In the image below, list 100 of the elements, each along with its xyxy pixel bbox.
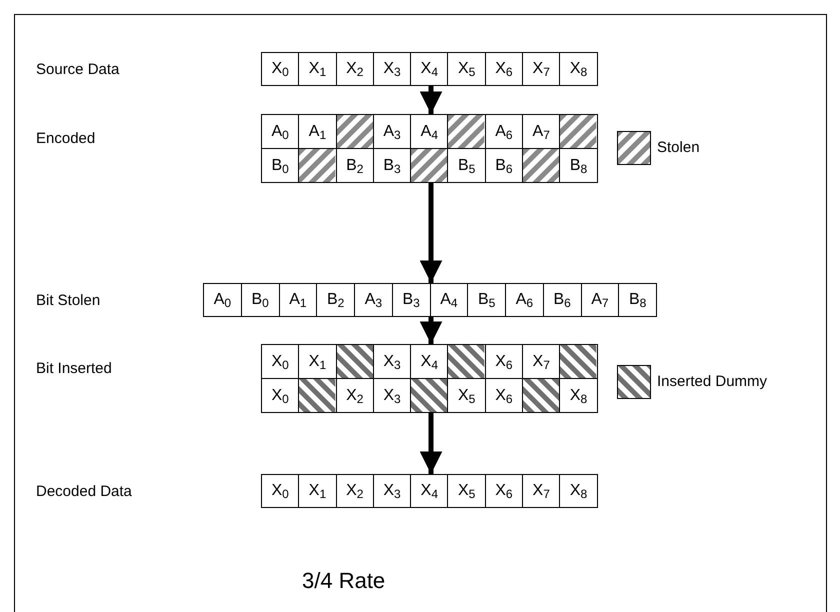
row-label: Encoded: [36, 131, 96, 146]
data-cell: [411, 53, 448, 86]
cell-label: X$_{1}$: [308, 354, 326, 370]
cell-label: X$_{6}$: [495, 354, 513, 370]
down-arrow: [420, 86, 442, 114]
data-cell: [299, 115, 337, 149]
data-cell: [262, 379, 300, 413]
data-cell: [262, 149, 300, 183]
data-cell: [299, 53, 337, 86]
hatched-cell: [336, 115, 374, 149]
down-arrow: [420, 317, 442, 344]
data-cell: [336, 379, 374, 413]
cell-label: A$_{1}$: [308, 124, 326, 140]
down-arrow: [420, 183, 442, 283]
cell-label: X$_{6}$: [495, 483, 513, 499]
cell-label: X$_{7}$: [532, 61, 550, 77]
data-cell: [468, 284, 506, 317]
data-cell: [411, 115, 448, 149]
data-cell: [336, 475, 374, 508]
data-cell: [374, 115, 412, 149]
cell-label: X$_{4}$: [420, 61, 438, 77]
hatched-cell: [448, 115, 486, 149]
data-cell: [411, 475, 448, 508]
data-cell: [317, 284, 355, 317]
cell-label: B$_{0}$: [251, 292, 269, 308]
data-cell: [560, 149, 598, 183]
hatched-cell: [560, 115, 598, 149]
cell-label: X$_{6}$: [495, 388, 513, 404]
data-cell: [374, 149, 412, 183]
legend-label: Inserted Dummy: [657, 374, 768, 389]
data-cell: [204, 284, 242, 317]
data-cell: [486, 475, 524, 508]
data-cell: [619, 284, 657, 317]
cell-label: A$_{3}$: [383, 124, 401, 140]
cell-label: X$_{5}$: [458, 61, 476, 77]
data-cell: [523, 475, 560, 508]
row-label: Bit Stolen: [36, 293, 100, 308]
cell-label: X$_{2}$: [346, 388, 364, 404]
cell-label: X$_{4}$: [420, 354, 438, 370]
data-cell: [544, 284, 582, 317]
cell-label: X$_{3}$: [383, 354, 401, 370]
cell-label: A$_{6}$: [516, 292, 534, 308]
hatched-cell: [411, 149, 448, 183]
data-cell: [262, 53, 300, 86]
cell-label: B$_{8}$: [628, 292, 646, 308]
cell-label: X$_{1}$: [308, 483, 326, 499]
cell-label: X$_{7}$: [532, 483, 550, 499]
hatched-cell: [411, 379, 448, 413]
cell-label: A$_{7}$: [591, 292, 609, 308]
data-cell: [523, 53, 560, 86]
data-cell: [355, 284, 393, 317]
data-cell: [280, 284, 318, 317]
data-cell: [411, 345, 448, 379]
data-cell: [448, 53, 486, 86]
data-cell: [262, 475, 300, 508]
cell-label: A$_{0}$: [271, 124, 289, 140]
data-cell: [448, 475, 486, 508]
data-cell: [430, 284, 468, 317]
cell-label: X$_{0}$: [271, 354, 289, 370]
cell-label: X$_{3}$: [383, 388, 401, 404]
hatched-cell: [560, 345, 598, 379]
data-cell: [242, 284, 280, 317]
cell-label: X$_{3}$: [383, 61, 401, 77]
cell-label: A$_{4}$: [440, 292, 458, 308]
data-cell: [374, 345, 412, 379]
cell-label: B$_{3}$: [402, 292, 420, 308]
cell-label: A$_{1}$: [289, 292, 307, 308]
cell-label: B$_{2}$: [346, 158, 364, 174]
data-cell: [506, 284, 544, 317]
cell-label: B$_{6}$: [495, 158, 513, 174]
data-cell: [336, 149, 374, 183]
cell-label: X$_{8}$: [570, 483, 588, 499]
data-cell: [336, 53, 374, 86]
cell-label: A$_{6}$: [495, 124, 513, 140]
data-cell: [582, 284, 620, 317]
cell-label: X$_{4}$: [420, 483, 438, 499]
cell-label: A$_{7}$: [532, 124, 550, 140]
hatched-cell: [299, 149, 337, 183]
data-cell: [560, 379, 598, 413]
cell-label: A$_{4}$: [420, 124, 438, 140]
cell-label: B$_{3}$: [383, 158, 401, 174]
cell-label: X$_{8}$: [570, 388, 588, 404]
data-cell: [486, 379, 524, 413]
cell-label: X$_{6}$: [495, 61, 513, 77]
data-cell: [299, 345, 337, 379]
data-cell: [374, 53, 412, 86]
row-label: Bit Inserted: [36, 361, 112, 376]
cell-label: B$_{5}$: [458, 158, 476, 174]
cell-label: B$_{5}$: [478, 292, 496, 308]
cell-label: B$_{0}$: [271, 158, 289, 174]
cell-label: X$_{0}$: [271, 483, 289, 499]
cell-label: A$_{0}$: [214, 292, 232, 308]
row-label: Decoded Data: [36, 484, 132, 499]
data-cell: [262, 115, 300, 149]
caption: 3/4 Rate: [302, 570, 386, 592]
data-cell: [374, 379, 412, 413]
hatched-cell: [523, 149, 560, 183]
legend-label: Stolen: [657, 140, 700, 155]
cell-label: X$_{0}$: [271, 61, 289, 77]
data-cell: [486, 149, 524, 183]
